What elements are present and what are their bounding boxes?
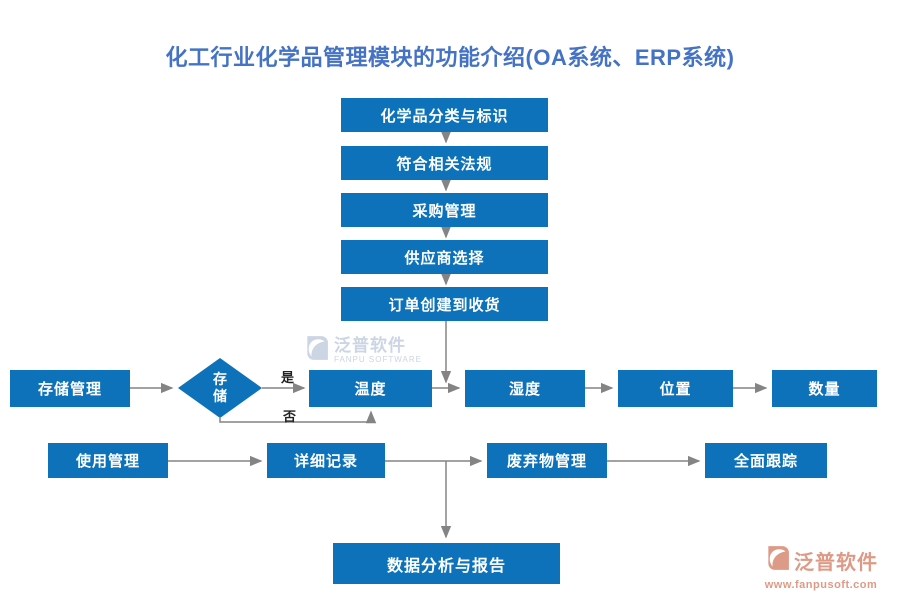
node-humidity: 湿度 <box>465 370 585 407</box>
node-temperature: 温度 <box>309 370 432 407</box>
footer-logo-name: 泛普软件 <box>794 552 878 574</box>
page-title: 化工行业化学品管理模块的功能介绍(OA系统、ERP系统) <box>165 45 735 70</box>
watermark-subtitle: FANPU SOFTWARE <box>334 355 422 364</box>
node-quantity: 数量 <box>772 370 877 407</box>
node-detailed-records: 详细记录 <box>267 443 385 478</box>
node-full-tracking: 全面跟踪 <box>705 443 827 478</box>
fanpu-watermark-icon <box>303 335 329 366</box>
node-order-to-receipt: 订单创建到收货 <box>341 287 548 321</box>
node-regulatory-compliance: 符合相关法规 <box>341 146 548 180</box>
node-supplier-selection: 供应商选择 <box>341 240 548 274</box>
node-chemical-classification: 化学品分类与标识 <box>341 98 548 132</box>
footer-logo: 泛普软件 www.fanpusoft.com <box>764 545 878 591</box>
watermark-name: 泛普软件 <box>334 336 406 355</box>
decision-storage: 存储 <box>178 358 262 418</box>
edge-label-no: 否 <box>283 409 297 424</box>
node-data-analysis-report: 数据分析与报告 <box>333 543 560 584</box>
node-usage-management: 使用管理 <box>48 443 168 478</box>
fanpu-logo-icon <box>764 545 790 576</box>
center-watermark: 泛普软件 FANPU SOFTWARE <box>303 335 422 366</box>
node-procurement-management: 采购管理 <box>341 193 548 227</box>
node-storage-management: 存储管理 <box>10 370 130 407</box>
node-location: 位置 <box>618 370 733 407</box>
decision-storage-label: 存储 <box>213 370 227 405</box>
footer-logo-website: www.fanpusoft.com <box>764 579 878 591</box>
edge-label-yes: 是 <box>281 370 295 385</box>
node-waste-management: 废弃物管理 <box>487 443 607 478</box>
